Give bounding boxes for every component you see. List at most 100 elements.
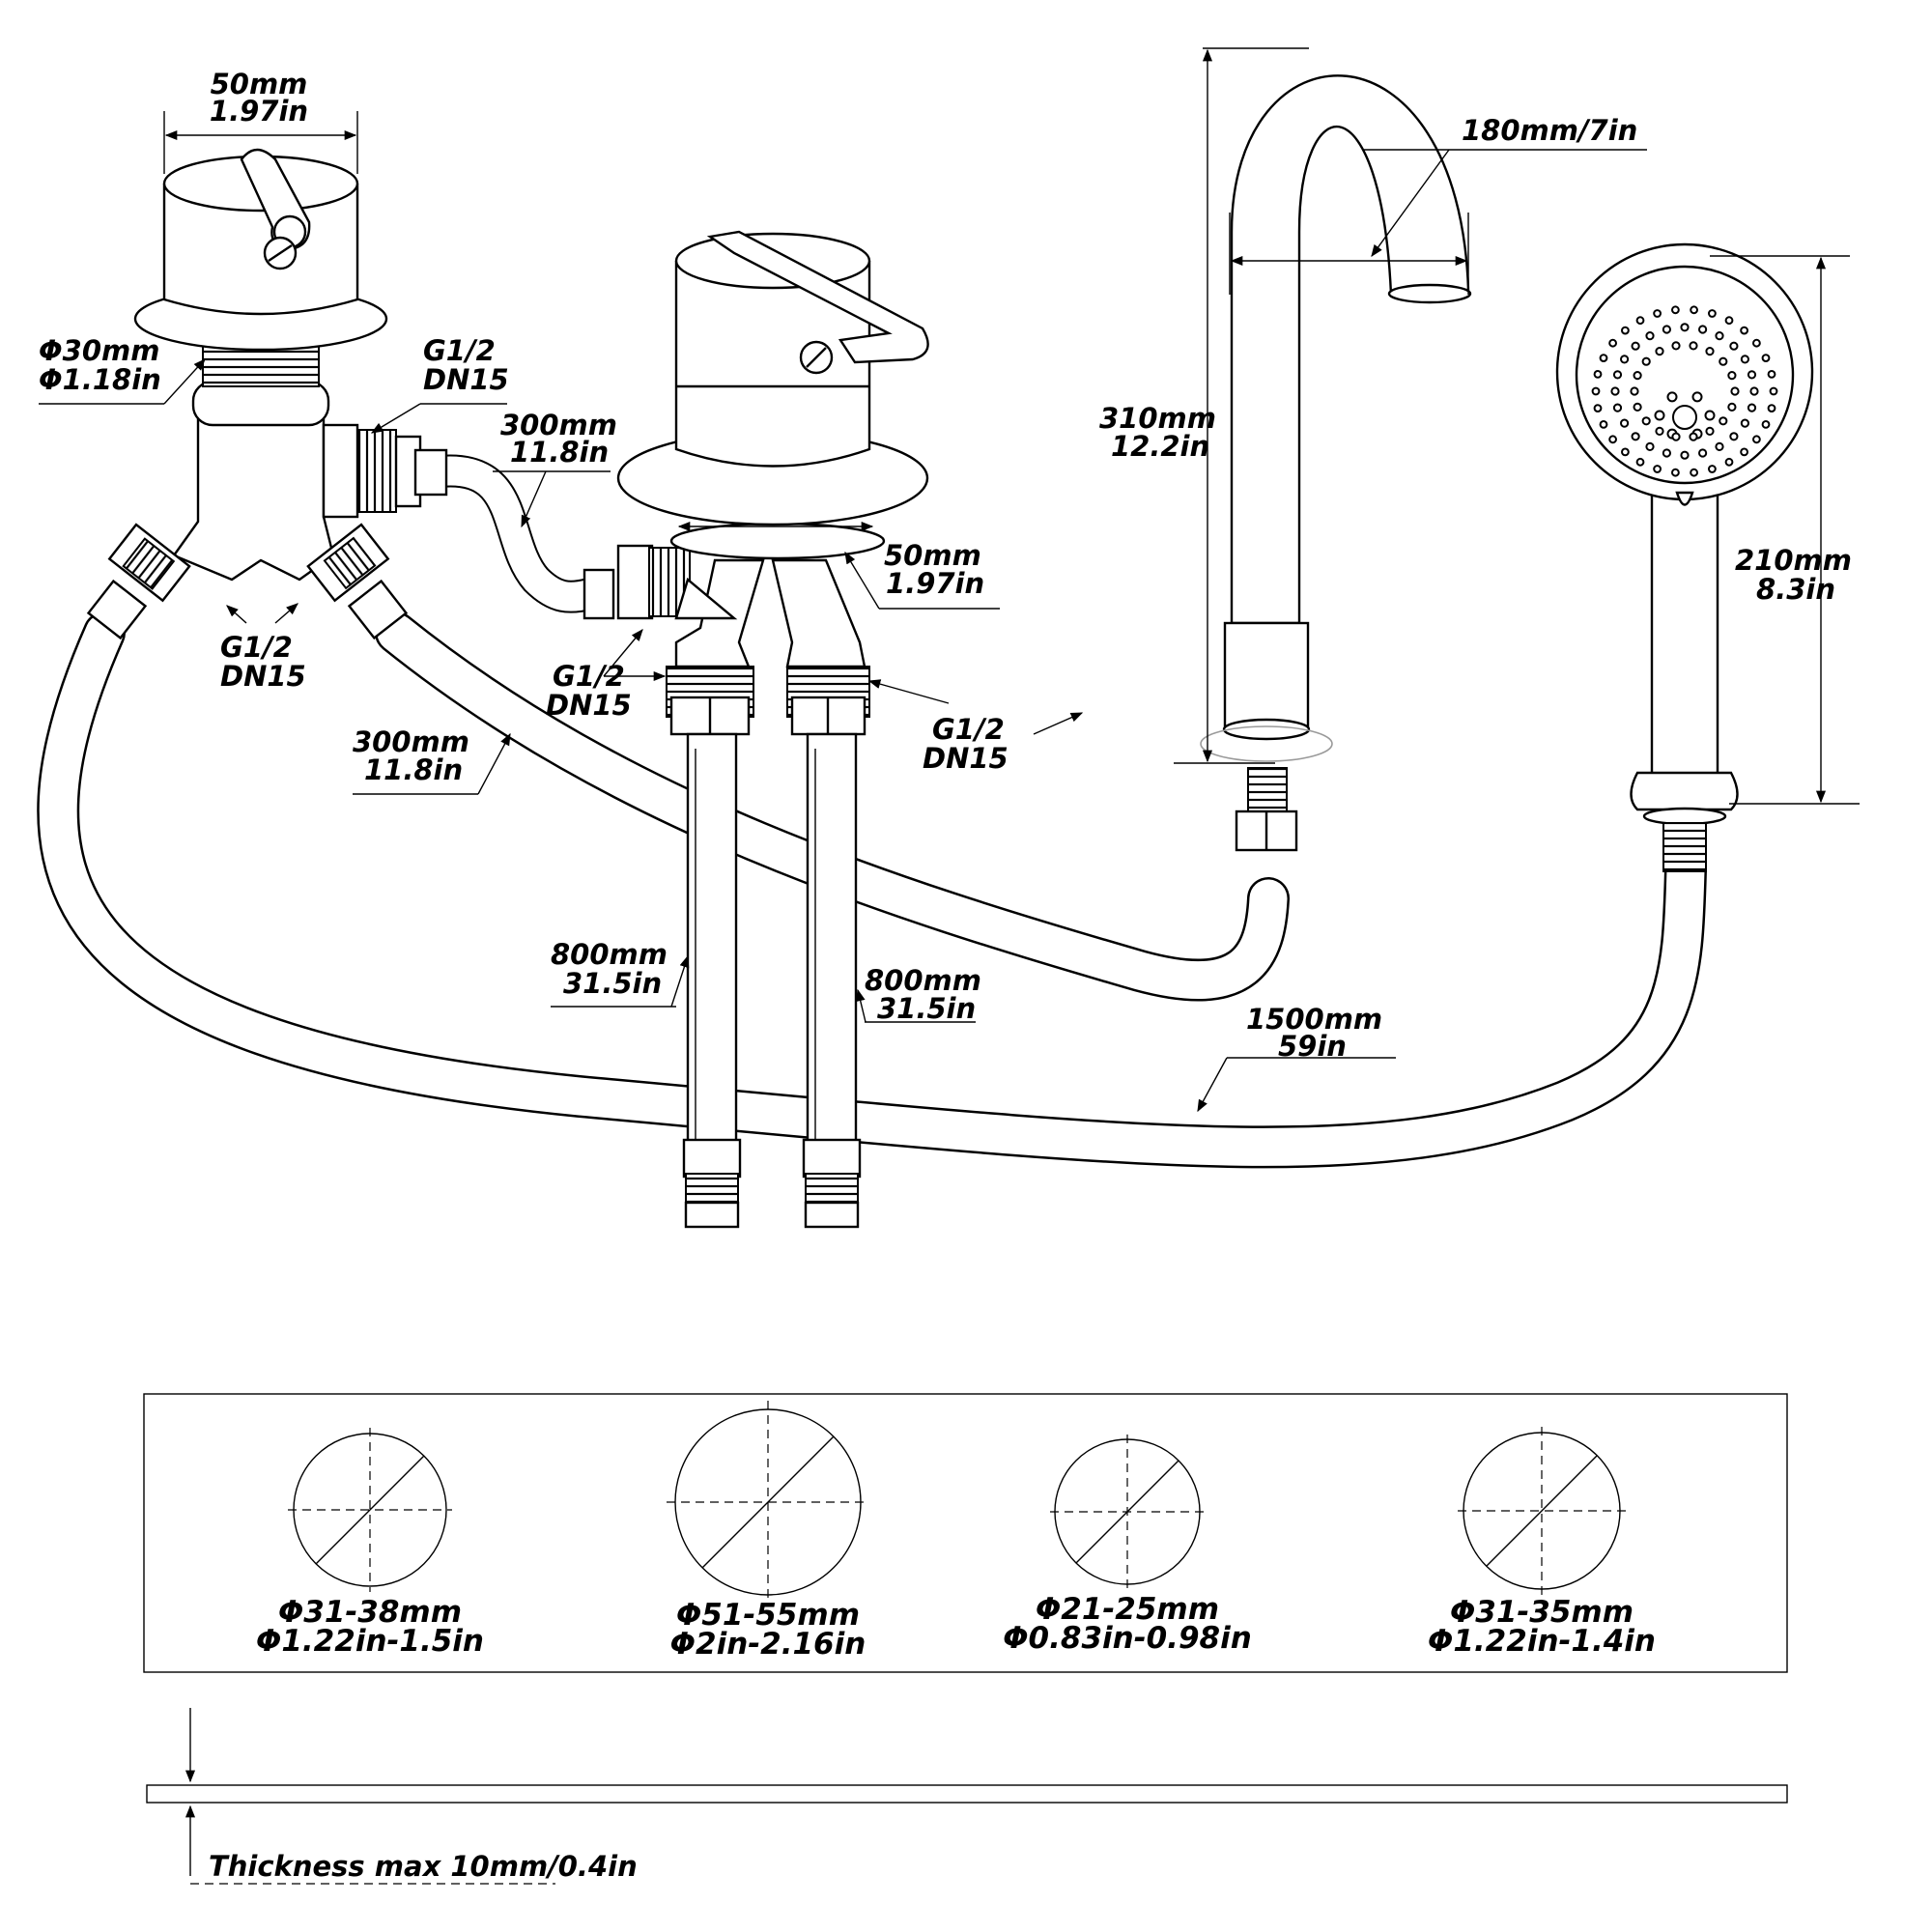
spray-nozzle	[1740, 447, 1748, 457]
spray-nozzle	[1727, 371, 1737, 381]
hole-4-in: Φ1.22in-1.4in	[1428, 1624, 1656, 1659]
spray-nozzle	[1724, 316, 1734, 326]
label-thread-dia-in: Φ1.18in	[39, 363, 161, 396]
hole-3-in: Φ0.83in-0.98in	[1003, 1621, 1252, 1656]
hole-2-in: Φ2in-2.16in	[670, 1627, 867, 1662]
spray-nozzle	[1740, 418, 1750, 428]
label-supply-left-mm: 800mm	[551, 938, 668, 971]
label-handshower-in: 8.3in	[1756, 573, 1835, 606]
spray-nozzle	[1747, 370, 1757, 380]
spray-nozzle	[1752, 338, 1761, 348]
label-conn-left-a: G1/2	[220, 631, 293, 664]
deck-thickness: Thickness max 10mm/0.4in	[146, 1708, 1788, 1885]
label-hose-left-in: 11.8in	[364, 753, 463, 786]
spray-nozzle	[1671, 468, 1680, 477]
spray-nozzle	[1671, 305, 1680, 315]
spray-nozzle	[1671, 432, 1681, 441]
label-spout-height-mm: 310mm	[1099, 402, 1216, 435]
diverter-valve	[86, 148, 422, 640]
shower-hose	[37, 611, 1707, 1169]
hole-1-in: Φ1.22in-1.5in	[256, 1624, 484, 1659]
spray-nozzle	[1612, 370, 1623, 380]
spray-nozzle	[1740, 326, 1748, 335]
spray-nozzle	[1672, 405, 1697, 430]
label-supply-right-in: 31.5in	[877, 992, 976, 1025]
mounting-hole-panel: Φ31-38mm Φ1.22in-1.5in Φ51-55mm Φ2in-2.1…	[143, 1393, 1788, 1673]
spray-nozzle	[1645, 331, 1655, 341]
spray-nozzle	[1761, 420, 1771, 429]
spray-nozzle	[1635, 457, 1645, 467]
spray-nozzle	[1645, 441, 1655, 451]
spray-nozzle	[1730, 386, 1740, 396]
label-valve-width-mm: 50mm	[884, 539, 981, 572]
spray-nozzle	[1621, 326, 1630, 335]
spray-nozzle	[1631, 432, 1640, 441]
spray-nozzle	[1655, 426, 1664, 436]
spray-nozzle	[1591, 386, 1601, 396]
spray-nozzle	[1749, 386, 1759, 396]
diverter-right-outlet	[306, 523, 409, 640]
spray-nozzle	[1740, 355, 1750, 364]
spray-nozzle	[1610, 386, 1620, 396]
mixer-valve	[616, 230, 929, 736]
spray-nozzle	[1653, 309, 1662, 318]
hand-shower	[1555, 242, 1814, 872]
spray-nozzle	[1641, 356, 1651, 366]
label-conn-top-a: G1/2	[423, 334, 496, 367]
spray-nozzle	[1608, 435, 1617, 444]
spray-nozzle	[1708, 465, 1717, 473]
spray-nozzle	[1599, 354, 1608, 363]
spray-nozzle	[1715, 331, 1724, 341]
spray-nozzle	[1633, 371, 1642, 381]
spout	[1200, 74, 1472, 852]
spray-nozzle	[1752, 435, 1761, 444]
label-conn-left-b: DN15	[220, 660, 306, 693]
spray-nozzle	[1690, 305, 1698, 315]
hole-3: Φ21-25mm Φ0.83in-0.98in	[1003, 1435, 1252, 1656]
label-supply-right-mm: 800mm	[865, 964, 981, 997]
hole-1: Φ31-38mm Φ1.22in-1.5in	[256, 1428, 484, 1659]
spray-nozzle	[1635, 316, 1645, 326]
spray-nozzle	[1631, 341, 1640, 351]
spray-nozzle	[1767, 370, 1776, 379]
hole-4-mm: Φ31-35mm	[1450, 1595, 1634, 1630]
spray-nozzle	[1704, 410, 1716, 421]
spray-nozzle	[1705, 426, 1715, 436]
spray-nozzle	[1608, 338, 1617, 348]
spray-nozzle	[1653, 465, 1662, 473]
label-shower-hose-mm: 1500mm	[1246, 1003, 1382, 1036]
spray-nozzle	[1705, 347, 1715, 356]
spray-nozzle	[1593, 370, 1603, 379]
spray-nozzle	[1698, 448, 1708, 458]
spray-nozzle	[1641, 416, 1651, 426]
label-conn-mid-b: DN15	[546, 689, 632, 722]
spray-nozzle	[1593, 404, 1603, 413]
supply-tubes	[682, 732, 862, 1229]
spray-nozzle	[1599, 420, 1608, 429]
spray-nozzle	[1729, 341, 1739, 351]
spray-nozzle	[1767, 404, 1776, 413]
label-handle-width-mm: 50mm	[211, 68, 308, 100]
spray-nozzle	[1761, 354, 1771, 363]
spray-nozzle	[1612, 403, 1623, 412]
spray-nozzle	[1727, 402, 1737, 412]
spray-nozzle	[1689, 432, 1698, 441]
spray-nozzle	[1654, 410, 1665, 421]
spray-nozzle	[1621, 447, 1630, 457]
label-spout-reach: 180mm/7in	[1462, 114, 1637, 147]
spray-nozzle	[1689, 341, 1698, 351]
label-supply-left-in: 31.5in	[563, 967, 662, 1000]
spray-nozzle	[1666, 391, 1678, 403]
label-thickness: Thickness max 10mm/0.4in	[209, 1850, 638, 1883]
label-spout-height-in: 12.2in	[1111, 430, 1209, 463]
label-shower-hose-in: 59in	[1278, 1030, 1347, 1063]
spray-nozzle	[1630, 386, 1639, 396]
hole-3-mm: Φ21-25mm	[1036, 1592, 1219, 1627]
label-handshower-mm: 210mm	[1735, 544, 1852, 577]
dimension-lines	[39, 47, 1860, 1113]
diverter-left-outlet	[86, 523, 191, 640]
spray-nozzle	[1633, 402, 1642, 412]
spray-nozzle	[1690, 468, 1698, 477]
label-hose-top-mm: 300mm	[500, 409, 617, 441]
spray-nozzle	[1662, 448, 1672, 458]
